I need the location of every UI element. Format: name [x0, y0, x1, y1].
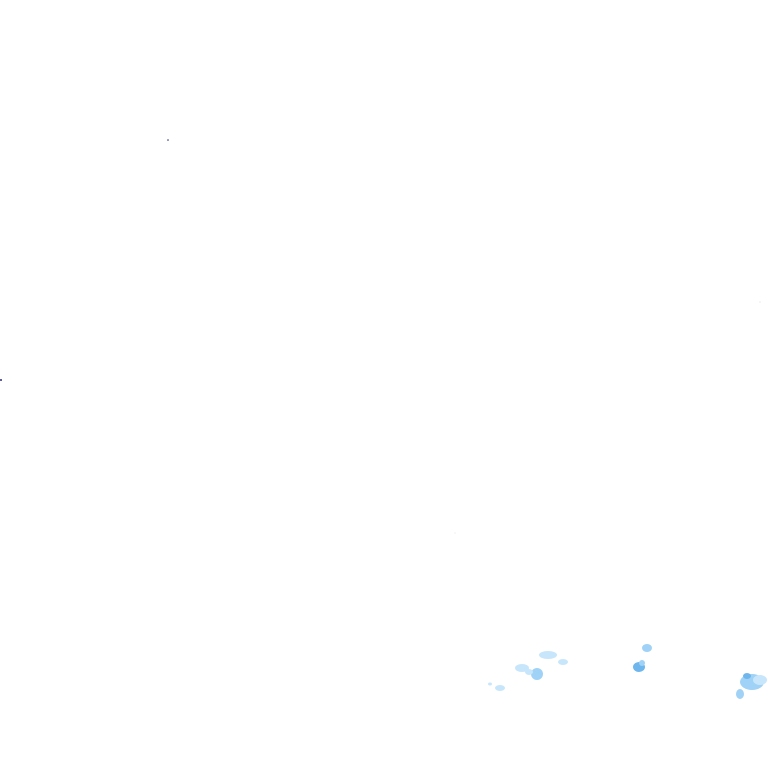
precipitation-patch [495, 685, 505, 691]
marker-dot [454, 532, 456, 534]
marker-dot [0, 379, 2, 381]
precipitation-patch [539, 651, 557, 659]
precipitation-patch [488, 682, 492, 686]
precipitation-patch [736, 689, 744, 699]
precipitation-patch [531, 668, 543, 680]
marker-layer [0, 139, 761, 534]
marker-dot [759, 301, 761, 303]
precipitation-patch [743, 673, 751, 679]
precipitation-patch [642, 644, 652, 652]
precipitation-patch [525, 669, 533, 675]
precipitation-patch [639, 660, 645, 666]
precipitation-patch [558, 659, 568, 665]
precipitation-patch [753, 675, 767, 685]
marker-dot [167, 139, 169, 141]
precipitation-layer [488, 644, 767, 699]
precipitation-patch [515, 664, 529, 672]
